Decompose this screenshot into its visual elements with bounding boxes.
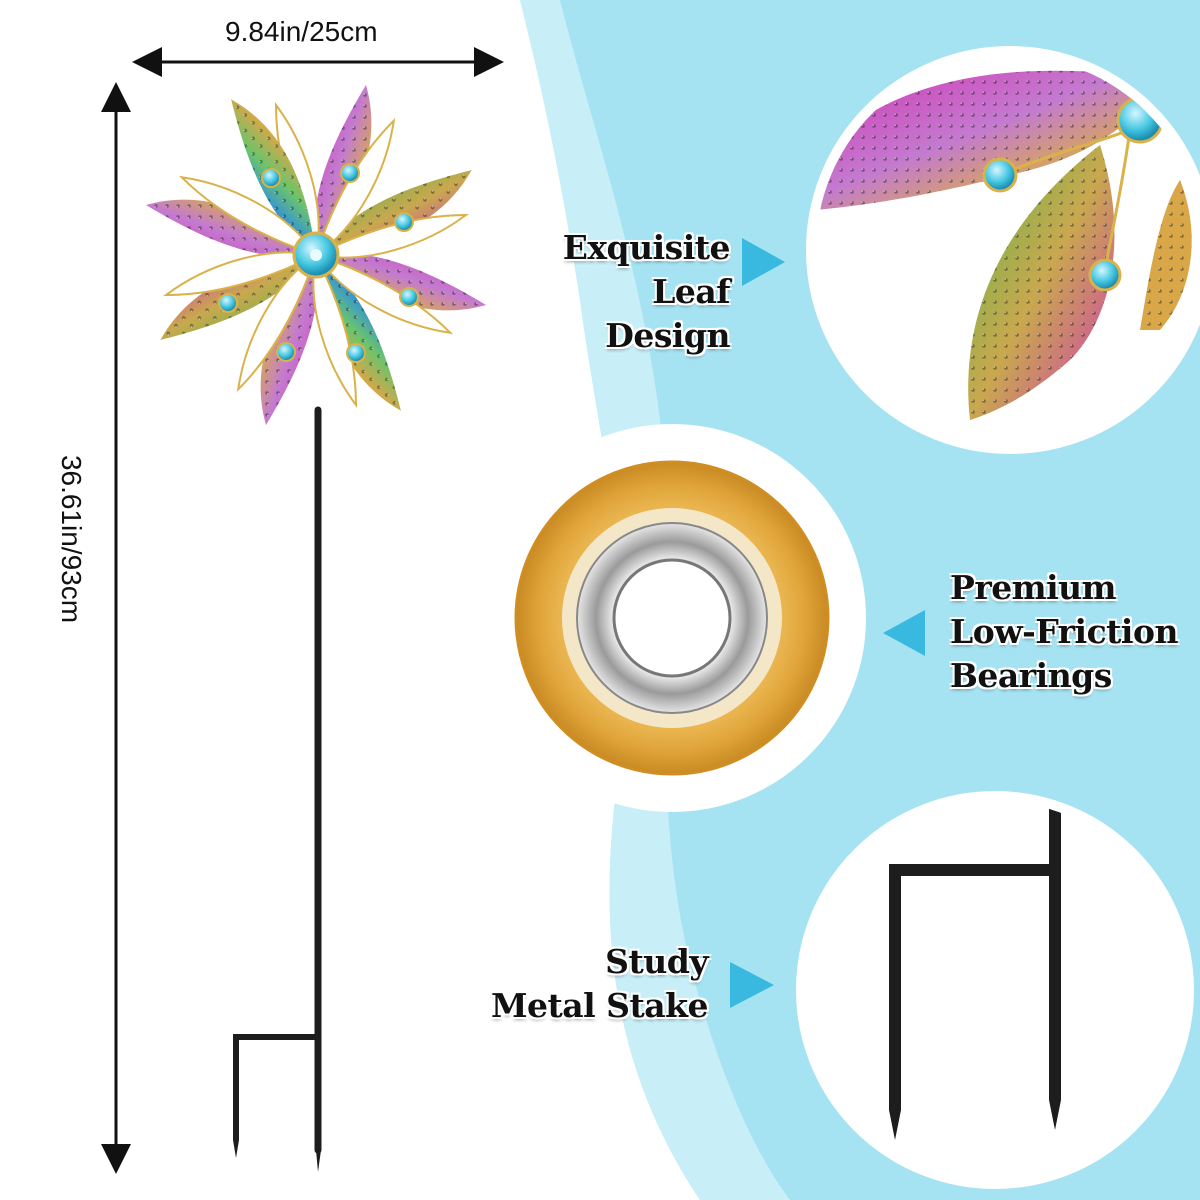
pinwheel-head: [146, 85, 486, 425]
leaf-design-detail: [806, 46, 1200, 454]
bearing-detail: [478, 424, 866, 812]
right-arrow-icon: [742, 238, 785, 286]
stake-detail: [796, 791, 1194, 1189]
feature-leaf-design: Exquisite Leaf Design: [520, 226, 731, 358]
height-dimension-label: 36.61in/93cm: [56, 454, 87, 624]
feature-line: Leaf Design: [605, 272, 730, 355]
feature-line: Exquisite: [562, 228, 731, 267]
width-dimension-label: 9.84in/25cm: [225, 16, 378, 47]
feature-line: Bearings: [950, 656, 1112, 695]
feature-bearings: Premium Low-Friction Bearings: [950, 566, 1195, 698]
feature-line: Study: [605, 942, 708, 981]
feature-line: Metal Stake: [491, 986, 709, 1025]
right-arrow-icon: [730, 962, 774, 1008]
pinwheel-gems: [218, 163, 419, 363]
pinwheel-stake: [233, 406, 322, 1172]
feature-line: Low-Friction: [950, 612, 1178, 651]
feature-line: Premium: [950, 568, 1117, 607]
feature-metal-stake: Study Metal Stake: [490, 940, 709, 1028]
left-arrow-icon: [883, 610, 925, 656]
